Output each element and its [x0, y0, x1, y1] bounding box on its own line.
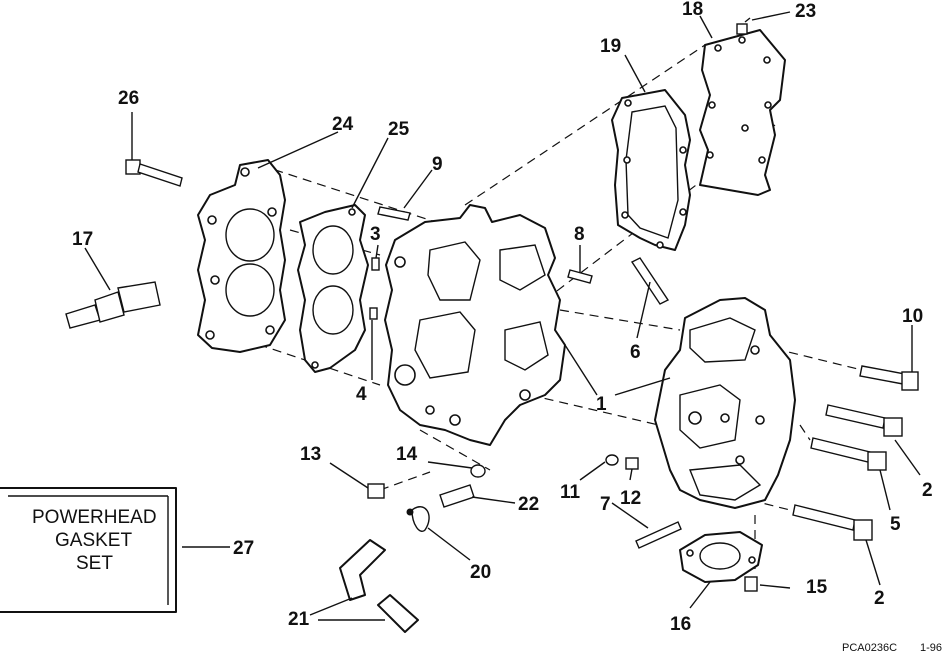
label-17: 17: [72, 229, 93, 250]
part-12-plug: [625, 457, 639, 470]
label-5: 5: [890, 514, 901, 535]
label-2-upper: 2: [922, 480, 933, 501]
label-10: 10: [902, 306, 923, 327]
label-19: 19: [600, 36, 621, 57]
part-2-bolt-lower: [792, 504, 873, 541]
label-9: 9: [432, 154, 443, 175]
part-8-pin: [567, 269, 593, 284]
figure-code: PCA0236C: [842, 642, 897, 654]
part-9-dowel-pin: [377, 206, 411, 221]
leader-lines: [84, 11, 921, 621]
label-2-lower: 2: [874, 588, 885, 609]
part-22-fitting: [439, 484, 475, 508]
label-26: 26: [118, 88, 139, 109]
gasket-set-box: POWERHEAD GASKET SET: [0, 487, 177, 613]
label-1: 1: [596, 394, 607, 415]
label-21: 21: [288, 609, 310, 630]
part-13-plug: [367, 483, 385, 499]
part-2-bolt-upper: [825, 404, 903, 437]
part-6-dowel: [630, 257, 670, 305]
part-18-cover-plate: [699, 29, 786, 196]
gasket-set-line2: GASKET: [55, 530, 132, 551]
label-14: 14: [396, 444, 418, 465]
label-12: 12: [620, 488, 641, 509]
part-7-dowel: [635, 521, 682, 549]
label-4: 4: [356, 384, 367, 405]
part-10-bolt: [859, 365, 919, 391]
part-26-bolt: [125, 159, 183, 187]
part-5-bolt: [810, 437, 887, 471]
part-1-crankcase: [654, 297, 796, 509]
part-14-washer: [470, 464, 486, 478]
label-7: 7: [600, 494, 611, 515]
label-13: 13: [300, 444, 321, 465]
part-24-cylinder-head: [197, 159, 286, 353]
label-25: 25: [388, 119, 410, 140]
part-3-pin: [371, 257, 380, 271]
label-15: 15: [806, 577, 828, 598]
part-15-screw: [744, 576, 758, 592]
part-23-screw: [736, 17, 751, 35]
part-20-clamp: [406, 506, 430, 532]
part-16-seal-plate: [679, 531, 763, 583]
label-3: 3: [370, 224, 381, 245]
label-24: 24: [332, 114, 354, 135]
part-19-cover-gasket: [611, 89, 691, 251]
part-4-pin: [369, 307, 378, 320]
part-17-spark-plug: [65, 281, 161, 329]
part-21-hose-elbow: [339, 539, 386, 601]
label-27: 27: [233, 538, 254, 559]
gasket-set-line3: SET: [76, 553, 113, 574]
label-23: 23: [795, 1, 816, 22]
label-8: 8: [574, 224, 585, 245]
part-21-hose-straight: [377, 594, 419, 633]
label-22: 22: [518, 494, 539, 515]
figure-date: 1-96: [920, 642, 942, 654]
label-16: 16: [670, 614, 691, 635]
part-25-head-gasket: [297, 204, 369, 373]
callout-labels: 1 2 2 3 4 5 6 7 8 9 10 11 12 13 14 15 16…: [72, 0, 933, 635]
gasket-set-line1: POWERHEAD: [32, 507, 157, 528]
label-18: 18: [682, 0, 703, 20]
cylinder-block: [384, 204, 566, 446]
label-20: 20: [470, 562, 491, 583]
label-11: 11: [560, 482, 581, 503]
part-11-oring: [605, 454, 619, 466]
label-6: 6: [630, 342, 641, 363]
